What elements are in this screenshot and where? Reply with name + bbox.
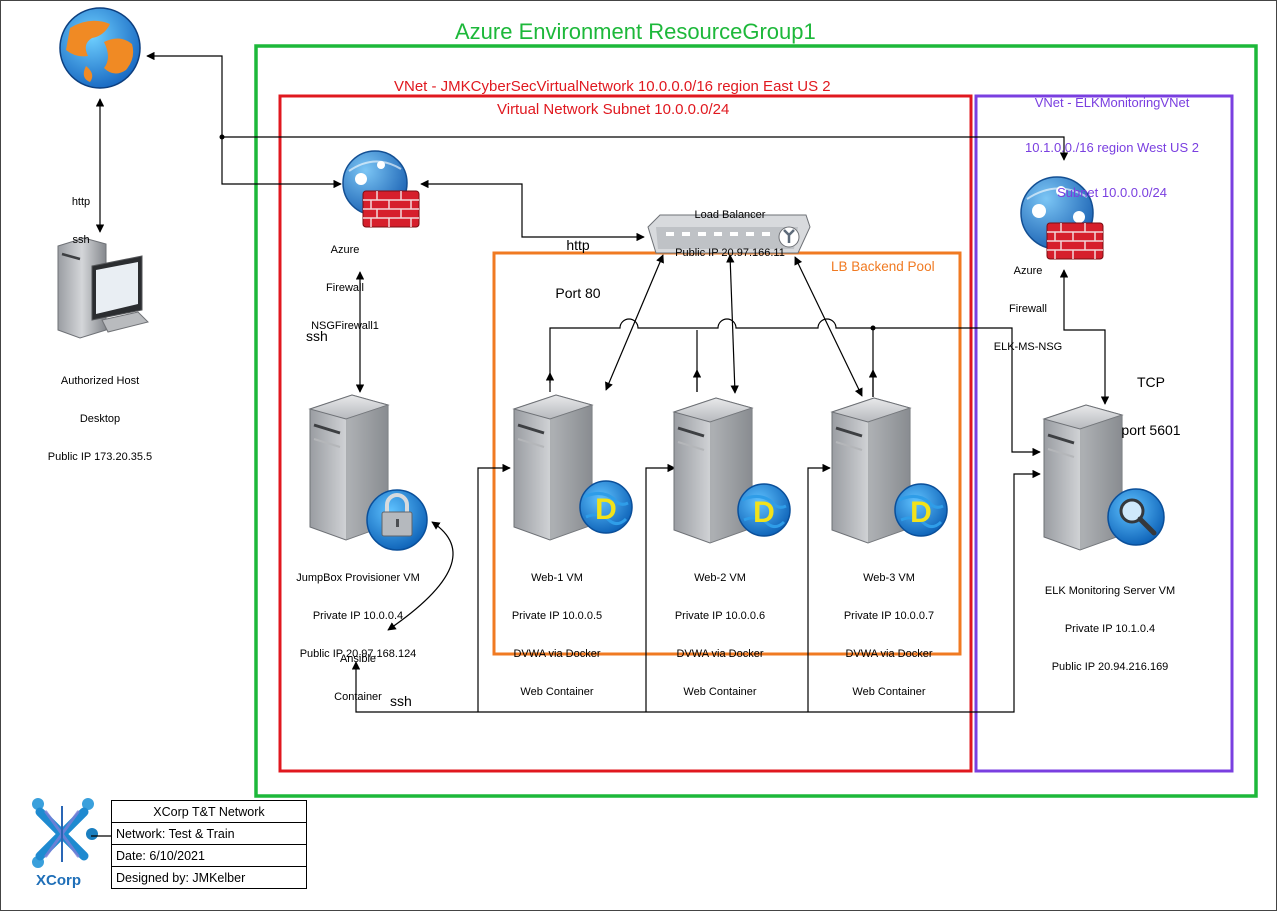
web1-label: Web-1 VM Private IP 10.0.0.5 DVWA via Do… xyxy=(497,547,617,711)
host-line1: Authorized Host xyxy=(60,375,140,388)
ansible-line2: Container xyxy=(334,691,382,704)
web3-container: Web Container xyxy=(852,686,926,699)
lb-pool-title: LB Backend Pool xyxy=(831,259,935,274)
internet-elk-firewall-link xyxy=(222,136,1069,161)
web1-name: Web-1 VM xyxy=(531,572,583,585)
web1-app: DVWA via Docker xyxy=(513,648,601,661)
legend-title: XCorp T&T Network xyxy=(111,800,307,823)
host-link-ssh: ssh xyxy=(72,234,90,247)
lb-web1-link xyxy=(605,254,664,391)
firewall-label: Azure Firewall NSGFirewall1 xyxy=(300,219,390,345)
web1-badge: D xyxy=(595,493,617,526)
vnet-elk-box xyxy=(974,94,1234,773)
elk-firewall-server-link xyxy=(1059,269,1110,405)
azure-environment-title: Azure Environment ResourceGroup1 xyxy=(455,19,816,44)
load-balancer-icon xyxy=(647,214,811,254)
firewall-line1: Azure xyxy=(330,244,360,257)
web1-ip: Private IP 10.0.0.5 xyxy=(511,610,603,623)
jumpbox-ansible-link xyxy=(387,521,454,631)
jumpbox-line3: Public IP 20.97.168.124 xyxy=(299,648,417,661)
lb-link-http: http xyxy=(566,237,590,254)
elk-line3: Public IP 20.94.216.169 xyxy=(1051,661,1169,674)
elk-firewall-line3: ELK-MS-NSG xyxy=(993,341,1063,354)
host-link-label: http ssh xyxy=(66,171,96,259)
elk-line1: ELK Monitoring Server VM xyxy=(1044,585,1176,598)
lb-link-port: Port 80 xyxy=(555,285,601,302)
vnet-elk-title: VNet - ELKMonitoringVNet 10.1.0.0./16 re… xyxy=(1002,66,1222,215)
host-line3: Public IP 173.20.35.5 xyxy=(47,451,153,464)
elk-firewall-icon xyxy=(1020,176,1104,260)
elk-tcp-line1: TCP xyxy=(1137,374,1165,391)
legend-network: Network: Test & Train xyxy=(111,822,307,845)
azure-environment-box xyxy=(254,44,1258,798)
ansible-line1: Ansible xyxy=(339,653,377,666)
lb-link-label: http Port 80 xyxy=(546,205,610,318)
lb-line2: Public IP 20.97.166.11 xyxy=(675,247,785,260)
firewall-icon xyxy=(342,150,420,228)
globe-icon xyxy=(59,7,141,89)
lb-web3-link xyxy=(794,256,863,397)
web2-server-icon: D xyxy=(672,396,792,545)
load-balancer-label: Load Balancer Public IP 20.97.166.11 xyxy=(660,184,800,272)
elk-label: ELK Monitoring Server VM Private IP 10.1… xyxy=(1032,560,1188,686)
vnet-main-box xyxy=(278,94,973,773)
firewall-line3: NSGFirewall1 xyxy=(311,320,379,333)
legend-designer: Designed by: JMKelber xyxy=(111,866,307,889)
jumpbox-label: JumpBox Provisioner VM Private IP 10.0.0… xyxy=(278,547,438,673)
web2-name: Web-2 VM xyxy=(694,572,746,585)
host-label: Authorized Host Desktop Public IP 173.20… xyxy=(40,350,160,476)
vnet-main-title: VNet - JMKCyberSecVirtualNetwork 10.0.0.… xyxy=(394,78,831,95)
vnet-elk-line1: VNet - ELKMonitoringVNet xyxy=(1034,94,1190,110)
host-link-http: http xyxy=(71,196,91,209)
ansible-ssh-bus xyxy=(351,469,1041,713)
web3-server-icon: D xyxy=(830,396,949,545)
elk-server-icon xyxy=(1042,403,1165,552)
web2-badge: D xyxy=(753,496,775,529)
elk-tcp-line2: port 5601 xyxy=(1121,422,1181,439)
lb-line1: Load Balancer xyxy=(694,209,766,222)
jumpbox-server-icon xyxy=(308,393,428,551)
jumpbox-line1: JumpBox Provisioner VM xyxy=(296,572,420,585)
vnet-main-subnet: Virtual Network Subnet 10.0.0.0/24 xyxy=(497,101,730,118)
elk-firewall-line2: Firewall xyxy=(1009,303,1047,316)
web1-server-icon: D xyxy=(512,393,634,542)
jumpbox-ssh-label: ssh xyxy=(306,328,328,344)
elk-firewall-line1: Azure xyxy=(1013,265,1043,278)
web3-ip: Private IP 10.0.0.7 xyxy=(843,610,935,623)
host-line2: Desktop xyxy=(79,413,121,426)
xcorp-logo-text: XCorp xyxy=(36,872,81,889)
desktop-icon xyxy=(57,237,149,339)
xcorp-logo-icon xyxy=(32,798,98,868)
web-elk-bus xyxy=(549,318,1041,457)
internet-firewall-link xyxy=(146,51,342,189)
elk-tcp-label: TCP port 5601 xyxy=(1111,342,1191,455)
firewall-lb-link xyxy=(420,179,645,242)
web2-ip: Private IP 10.0.0.6 xyxy=(674,610,766,623)
legend-date: Date: 6/10/2021 xyxy=(111,844,307,867)
firewall-line2: Firewall xyxy=(326,282,364,295)
jumpbox-line2: Private IP 10.0.0.4 xyxy=(312,610,404,623)
vnet-elk-line2: 10.1.0.0./16 region West US 2 xyxy=(1025,139,1199,155)
web1-container: Web Container xyxy=(520,686,594,699)
web2-app: DVWA via Docker xyxy=(676,648,764,661)
web2-label: Web-2 VM Private IP 10.0.0.6 DVWA via Do… xyxy=(660,547,780,711)
web2-container: Web Container xyxy=(683,686,757,699)
web3-name: Web-3 VM xyxy=(863,572,915,585)
web3-label: Web-3 VM Private IP 10.0.0.7 DVWA via Do… xyxy=(829,547,949,711)
elk-line2: Private IP 10.1.0.4 xyxy=(1064,623,1156,636)
vnet-elk-line3: Subnet 10.0.0.0/24 xyxy=(1057,184,1167,200)
web3-app: DVWA via Docker xyxy=(845,648,933,661)
ansible-label: Ansible Container xyxy=(326,628,390,716)
elk-firewall-label: Azure Firewall ELK-MS-NSG xyxy=(990,240,1066,366)
legend-table: XCorp T&T Network Network: Test & Train … xyxy=(111,800,307,889)
lb-web2-link xyxy=(726,254,739,394)
web3-badge: D xyxy=(910,496,932,529)
ansible-ssh-label: ssh xyxy=(390,693,412,709)
